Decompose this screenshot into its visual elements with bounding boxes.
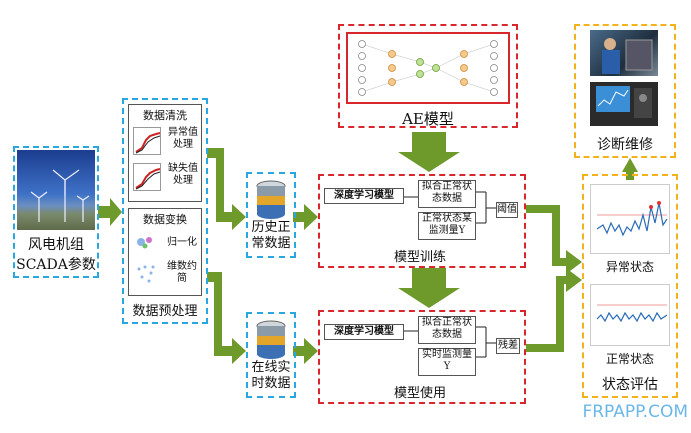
ae-model-panel: AE模型 bbox=[338, 24, 518, 128]
arrow-historical-to-training bbox=[293, 204, 318, 230]
wind-turbine-photo bbox=[17, 150, 95, 230]
arrow-preprocess-to-online bbox=[207, 272, 246, 364]
online-data-label: 在线实时数据 bbox=[251, 360, 291, 391]
database-icon bbox=[256, 320, 286, 359]
ae-model-label: AE模型 bbox=[402, 110, 454, 128]
arrow-training-to-usage bbox=[398, 268, 460, 308]
diagnosis-panel: 诊断维修 bbox=[574, 24, 676, 158]
normalize-icon bbox=[133, 231, 159, 253]
normalize-label: 归一化 bbox=[167, 237, 197, 248]
cleaning-title: 数据清洗 bbox=[143, 109, 187, 122]
arrow-ae-to-training bbox=[398, 132, 460, 172]
historical-data-panel: 历史正常数据 bbox=[246, 172, 296, 258]
wind-turbine-panel: 风电机组 SCADA参数 bbox=[13, 146, 99, 278]
reduce-label: 维数约简 bbox=[167, 261, 197, 284]
maintenance-photo bbox=[590, 30, 658, 76]
arrow-usage-to-evaluation bbox=[526, 268, 582, 352]
normal-label: 正常状态 bbox=[605, 352, 654, 366]
training-fit-box: 拟合正常状态数据 bbox=[418, 180, 476, 208]
cleaning-box: 数据清洗 异常值处理 缺失值处理 bbox=[128, 104, 202, 202]
arrow-turbine-to-preprocess bbox=[98, 198, 122, 226]
wind-turbine-label: 风电机组 bbox=[28, 237, 84, 253]
preprocess-footer: 数据预处理 bbox=[132, 304, 198, 319]
arrow-training-to-evaluation bbox=[526, 205, 582, 274]
scada-label: SCADA参数 bbox=[16, 257, 96, 273]
diagnostic-device-photo bbox=[590, 82, 658, 126]
autoencoder-network-icon bbox=[358, 40, 498, 96]
evaluation-panel: 异常状态 正常状态 状态评估 bbox=[582, 174, 678, 398]
watermark: FRPAPP.COM bbox=[582, 402, 688, 422]
historical-data-label: 历史正常数据 bbox=[251, 220, 291, 251]
training-dl-model-box: 深度学习模型 bbox=[324, 188, 404, 204]
transform-box: 数据变换 归一化 维数约简 bbox=[128, 208, 202, 296]
ae-network-frame bbox=[346, 32, 510, 104]
online-data-panel: 在线实时数据 bbox=[246, 312, 296, 398]
missing-label: 缺失值处理 bbox=[168, 163, 198, 186]
usage-dl-model-box: 深度学习模型 bbox=[324, 324, 404, 340]
arrow-online-to-usage bbox=[293, 338, 318, 364]
transform-title: 数据变换 bbox=[143, 213, 187, 226]
diagnosis-label: 诊断维修 bbox=[597, 137, 653, 153]
missing-chart-icon bbox=[133, 163, 161, 191]
outlier-chart-icon bbox=[133, 127, 161, 155]
reduce-icon bbox=[133, 261, 159, 287]
outlier-label: 异常值处理 bbox=[168, 127, 198, 150]
threshold-box: 阈值 bbox=[496, 202, 518, 218]
database-icon bbox=[256, 180, 286, 219]
training-measured-box: 正常状态某监测量Y bbox=[418, 212, 476, 240]
residual-box: 残差 bbox=[496, 338, 520, 354]
usage-title: 模型使用 bbox=[393, 386, 446, 401]
preprocess-panel: 数据清洗 异常值处理 缺失值处理 数据变换 归一化 维数约简 数据预处理 bbox=[122, 98, 208, 324]
training-title: 模型训练 bbox=[393, 250, 446, 265]
usage-measured-box: 实时监测量Y bbox=[418, 348, 476, 376]
usage-panel: 深度学习模型 拟合正常状态数据 实时监测量Y 残差 模型使用 bbox=[318, 310, 526, 404]
abnormal-chart bbox=[590, 184, 670, 254]
evaluation-title: 状态评估 bbox=[602, 377, 658, 393]
usage-fit-box: 拟合正常状态数据 bbox=[418, 316, 476, 344]
normal-chart bbox=[590, 284, 670, 346]
training-panel: 深度学习模型 拟合正常状态数据 正常状态某监测量Y 阈值 模型训练 bbox=[318, 174, 526, 268]
wind-turbine-icon bbox=[30, 169, 90, 222]
arrow-preprocess-to-historical bbox=[207, 148, 246, 230]
abnormal-label: 异常状态 bbox=[605, 260, 654, 274]
